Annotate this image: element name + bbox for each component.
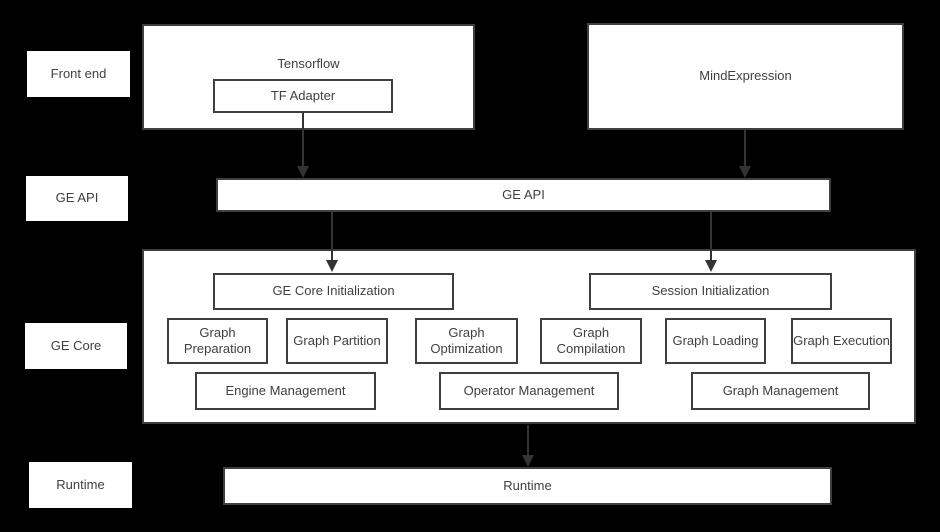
arrow-head: [739, 166, 751, 178]
arrow-ge-api-to-session-initialization: [705, 212, 717, 272]
module-graph-compilation: Graph Compilation: [540, 318, 642, 364]
module-graph-partition: Graph Partition: [286, 318, 388, 364]
arrow-shaft: [302, 113, 304, 168]
arrow-shaft: [710, 212, 712, 262]
module-graph-preparation: Graph Preparation: [167, 318, 268, 364]
module-graph-execution: Graph Execution: [791, 318, 892, 364]
mindexpression-box: MindExpression: [587, 23, 904, 130]
tf-adapter-box: TF Adapter: [213, 79, 393, 113]
layer-label-runtime: Runtime: [29, 462, 132, 508]
session-initialization-box: Session Initialization: [589, 273, 832, 310]
runtime-bar: Runtime: [223, 467, 832, 505]
ge-core-initialization-box: GE Core Initialization: [213, 273, 454, 310]
arrow-shaft: [744, 130, 746, 168]
layer-label-ge-core: GE Core: [25, 323, 127, 369]
arrow-mindexpression-to-ge-api: [739, 130, 751, 178]
arrow-shaft: [527, 425, 529, 457]
arrow-shaft: [331, 212, 333, 262]
module-graph-optimization: Graph Optimization: [415, 318, 518, 364]
ge-core-container: GE Core Initialization Session Initializ…: [142, 249, 916, 424]
layer-label-front-end: Front end: [27, 51, 130, 97]
engine-management-box: Engine Management: [195, 372, 376, 410]
module-graph-loading: Graph Loading: [665, 318, 766, 364]
arrow-tf-adapter-to-ge-api: [297, 113, 309, 178]
layer-label-ge-api: GE API: [26, 176, 128, 221]
arrow-head: [705, 260, 717, 272]
tensorflow-label: Tensorflow: [277, 55, 340, 71]
arrow-ge-core-to-runtime: [522, 425, 534, 467]
arrow-head: [297, 166, 309, 178]
graph-management-box: Graph Management: [691, 372, 870, 410]
ge-api-bar: GE API: [216, 178, 831, 212]
operator-management-box: Operator Management: [439, 372, 619, 410]
arrow-ge-api-to-ge-core-initialization: [326, 212, 338, 272]
arrow-head: [522, 455, 534, 467]
arrow-head: [326, 260, 338, 272]
tensorflow-box: Tensorflow TF Adapter: [142, 24, 475, 130]
